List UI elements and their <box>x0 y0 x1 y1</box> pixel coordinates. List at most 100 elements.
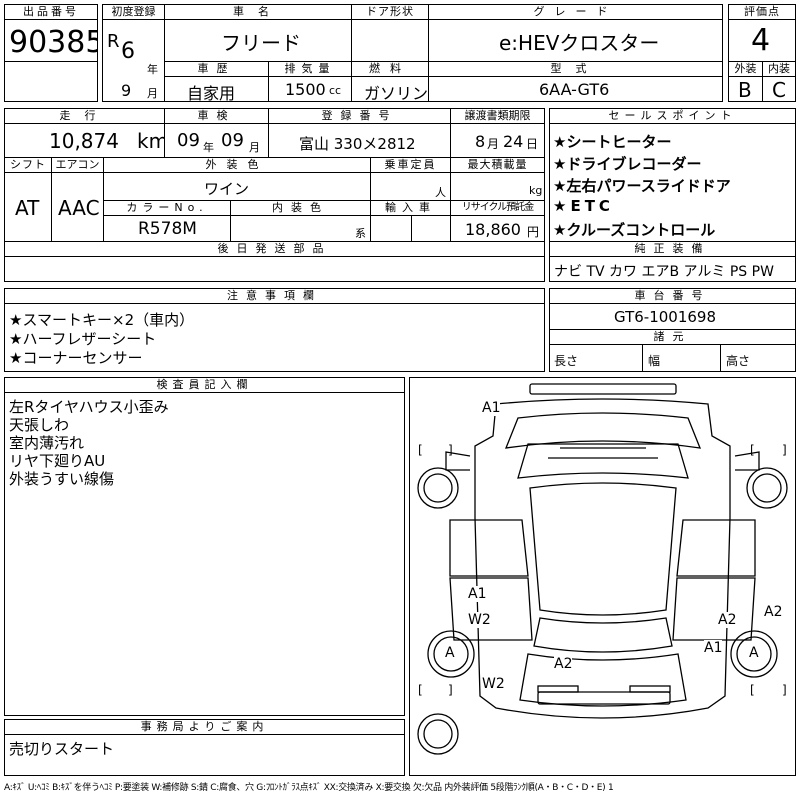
int-label: 内装 <box>763 62 795 77</box>
era-year: 6 <box>121 39 135 64</box>
shaken-cell: 車検 09 年 09 月 <box>164 108 269 158</box>
grade-cell: グレード e:HEVクロスター <box>428 4 723 62</box>
office-label: 事務局よりご案内 <box>5 720 404 735</box>
history-value: 自家用 <box>187 84 236 102</box>
reg-month: 9 <box>121 81 132 100</box>
intcolor-unit: 系 <box>355 227 366 240</box>
color-value: ワイン <box>204 180 250 198</box>
lot-label: 出品番号 <box>5 5 97 20</box>
damage-mark: A2 <box>554 656 573 672</box>
import-cell: 輸入車 <box>370 200 451 242</box>
ext-label: 外装 <box>729 62 762 77</box>
displacement-label: 排気量 <box>269 62 351 77</box>
dims-length: 長さ <box>554 354 579 368</box>
note-item: ★ハーフレザーシート <box>9 330 157 348</box>
car-name: フリード <box>221 31 301 55</box>
svg-text:]: ] <box>448 683 453 697</box>
inspector-item: リヤ下廻りAU <box>9 452 106 470</box>
lot-cell: 出品番号 90385 <box>4 4 98 102</box>
load-unit: kg <box>529 184 543 197</box>
seats-cell: 乗車定員 人 <box>370 157 451 201</box>
history-label: 車歴 <box>165 62 268 77</box>
colorno-label: カラーNo. <box>104 201 230 216</box>
load-cell: 最大積載量 kg <box>450 157 545 201</box>
tire-mark: A <box>445 645 455 661</box>
damage-mark: A1 <box>704 640 723 656</box>
damage-diagram: [ ] [ ] [ ] [ ] A1 A1 W2 A2 A2 A1 A2 W2 … <box>409 377 796 776</box>
mileage-label: 走行 <box>5 109 164 124</box>
chassis-label: 車台番号 <box>550 289 795 304</box>
ac-cell: エアコン AAC <box>51 157 104 242</box>
intcolor-label: 内装色 <box>231 201 370 216</box>
inspector-item: 天張しわ <box>9 416 70 434</box>
fuel-value: ガソリン <box>364 84 429 102</box>
shaken-month-unit: 月 <box>249 141 260 154</box>
mileage-unit: km <box>137 129 165 153</box>
ext-grade: B <box>738 78 752 102</box>
notes-label: 注意事項欄 <box>5 289 544 304</box>
transfer-cell: 譲渡書類期限 8 月 24 日 <box>450 108 545 158</box>
dims-label: 諸元 <box>550 330 795 345</box>
dims-width: 幅 <box>648 354 661 368</box>
sales-point-item: ★左右パワースライドドア <box>553 177 731 195</box>
equipment-label: 純正装備 <box>550 242 795 257</box>
ext-grade-cell: 外装 B <box>728 61 763 102</box>
svg-text:[: [ <box>750 683 755 697</box>
damage-mark: A2 <box>718 612 737 628</box>
model-cell: 型式 6AA-GT6 <box>428 61 723 102</box>
inspector-item: 外装うすい線傷 <box>9 470 115 488</box>
mileage-cell: 走行 10,874 km <box>4 108 165 158</box>
svg-text:[: [ <box>418 683 423 697</box>
damage-mark: A1 <box>468 586 487 602</box>
score-label: 評価点 <box>729 5 795 20</box>
shift-label: シフト <box>5 158 51 173</box>
lot-number: 90385 <box>9 25 98 60</box>
dims-height: 高さ <box>726 354 751 368</box>
model-value: 6AA-GT6 <box>539 80 610 99</box>
sales-points-cell: セールスポイント ★シートヒーター ★ドライブレコーダー ★左右パワースライドド… <box>549 108 796 242</box>
shift-cell: シフト AT <box>4 157 52 242</box>
recycle-cell: リサイクル預託金 18,860 円 <box>450 200 545 242</box>
chassis-value: GT6-1001698 <box>614 308 717 326</box>
sales-point-item: ★シートヒーター <box>553 133 672 151</box>
damage-mark: W2 <box>482 676 505 692</box>
plate-value: 富山 330メ2812 <box>299 135 416 153</box>
inspector-item: 室内薄汚れ <box>9 434 85 452</box>
score-value: 4 <box>751 23 771 58</box>
svg-text:[: [ <box>418 443 423 457</box>
import-label: 輸入車 <box>371 201 450 216</box>
svg-text:]: ] <box>448 443 453 457</box>
tire-mark: A <box>749 645 759 661</box>
colorno-cell: カラーNo. R578M <box>103 200 231 242</box>
fuel-label: 燃料 <box>352 62 428 77</box>
car-name-cell: 車名 フリード <box>164 4 352 62</box>
transfer-label: 譲渡書類期限 <box>451 109 544 124</box>
equipment-value: ナビ TV カワ エアB アルミ PS PW <box>554 264 774 280</box>
shaken-year-unit: 年 <box>203 141 214 154</box>
recycle-label: リサイクル預託金 <box>451 201 544 216</box>
mileage-value: 10,874 <box>49 129 119 153</box>
office-text: 売切りスタート <box>9 740 115 758</box>
int-grade-cell: 内装 C <box>762 61 796 102</box>
transfer-month: 8 <box>475 132 486 151</box>
year-unit: 年 <box>147 63 158 76</box>
inspector-label: 検査員記入欄 <box>5 378 404 393</box>
fuel-cell: 燃料 ガソリン <box>351 61 429 102</box>
sales-point-item: ★ETC <box>553 197 614 215</box>
shift-value: AT <box>15 196 40 220</box>
shaken-label: 車検 <box>165 109 268 124</box>
note-item: ★コーナーセンサー <box>9 349 143 367</box>
recycle-unit: 円 <box>527 225 540 239</box>
intcolor-cell: 内装色 系 <box>230 200 371 242</box>
shaken-year: 09 <box>177 130 200 151</box>
inspector-cell: 検査員記入欄 左Rタイヤハウス小歪み 天張しわ 室内薄汚れ リヤ下廻りAU 外装… <box>4 377 405 716</box>
recycle-value: 18,860 <box>465 220 521 239</box>
door-cell: ドア形状 <box>351 4 429 62</box>
transfer-month-unit: 月 <box>487 137 500 151</box>
notes-cell: 注意事項欄 ★スマートキー×2（車内） ★ハーフレザーシート ★コーナーセンサー <box>4 288 545 372</box>
seats-unit: 人 <box>435 186 446 199</box>
plate-label: 登録番号 <box>269 109 450 124</box>
inspector-item: 左Rタイヤハウス小歪み <box>9 398 169 416</box>
colorno-value: R578M <box>138 219 197 239</box>
svg-text:]: ] <box>782 443 787 457</box>
